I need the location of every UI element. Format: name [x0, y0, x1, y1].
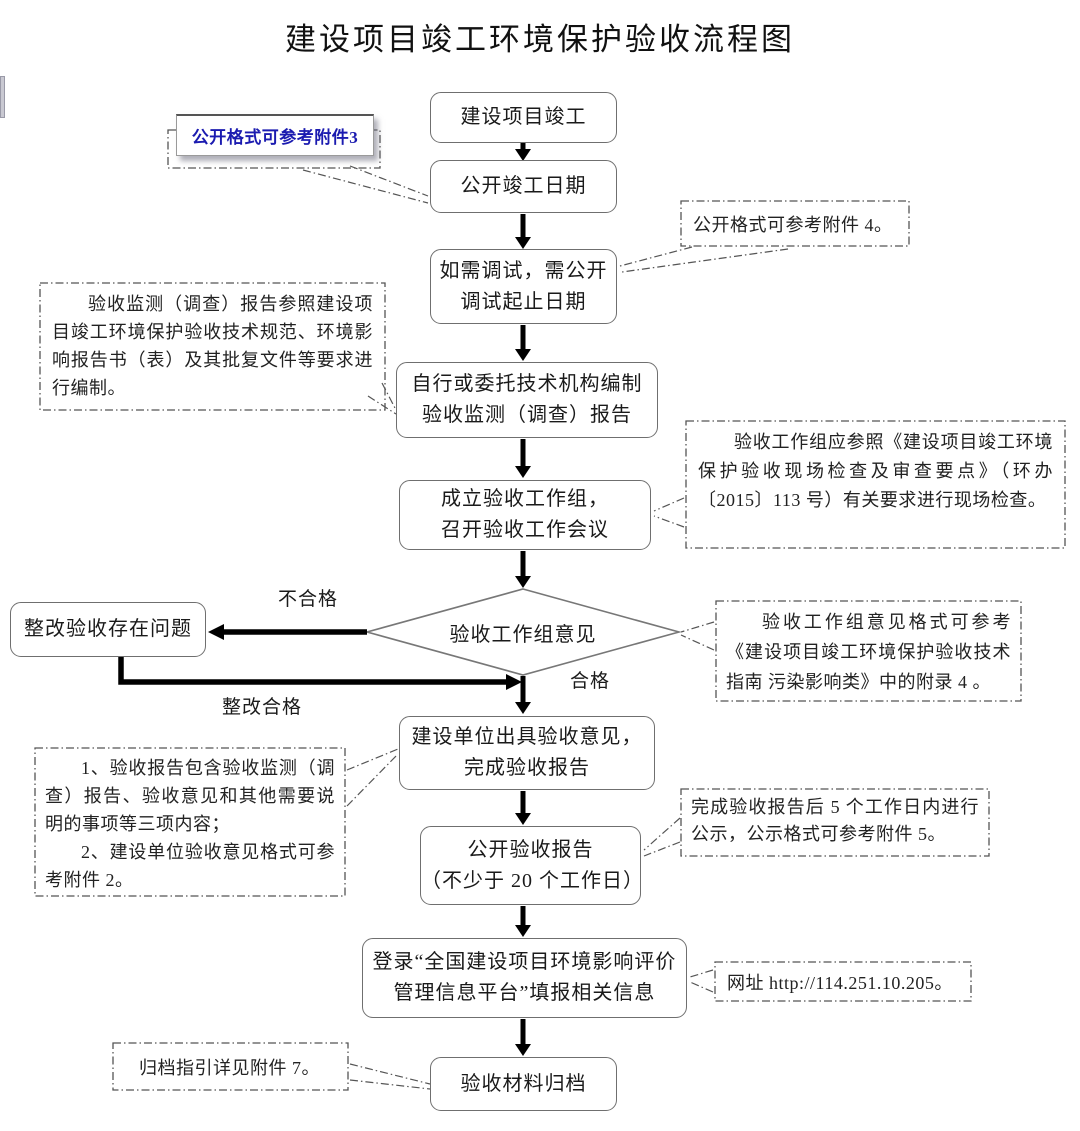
- annotation-leader-lines: [302, 165, 789, 1090]
- node-start: 建设项目竣工: [430, 92, 617, 143]
- edge-label-rectified: 整改合格: [221, 697, 302, 718]
- annotation-borders: [34, 129, 1066, 1091]
- annotation-website: 网址 http://114.251.10.205。: [727, 973, 953, 993]
- edge-label-fail: 不合格: [277, 589, 338, 610]
- node-platform: 登录“全国建设项目环境影响评价 管理信息平台”填报相关信息: [362, 938, 687, 1018]
- annotation-monitor-ref: 验收监测（调查）报告参照建设项目竣工环境保护验收技术规范、环境影响报告书（表）及…: [52, 294, 373, 398]
- flow-arrows: [515, 141, 531, 1056]
- node-rectify: 整改验收存在问题: [10, 602, 206, 657]
- node-publish-date: 公开竣工日期: [430, 160, 617, 213]
- edge-label-pass: 合格: [569, 671, 610, 692]
- annotation-publicity: 完成验收报告后 5 个工作日内进行公示，公示格式可参考附件 5。: [691, 797, 979, 844]
- annotation-archive-guide: 归档指引详见附件 7。: [139, 1058, 320, 1078]
- page-title: 建设项目竣工环境保护验收流程图: [285, 22, 795, 57]
- node-debug-dates: 如需调试，需公开 调试起止日期: [430, 249, 617, 324]
- annotation-format4: 公开格式可参考附件 4。: [693, 215, 893, 235]
- annotation-report-notes: 1、验收报告包含验收监测（调查）报告、验收意见和其他需要说明的事项等三项内容； …: [45, 758, 335, 890]
- annotation-opinion-format: 验收工作组意见格式可参考《建设项目竣工环境保护验收技术指南 污染影响类》中的附录…: [726, 612, 1011, 692]
- decision-diamond: [363, 588, 683, 676]
- node-compile-report: 自行或委托技术机构编制 验收监测（调查）报告: [396, 362, 658, 438]
- rectified-feedback-arrow: [118, 656, 522, 690]
- annotation-format3: 公开格式可参考附件3: [176, 114, 374, 156]
- node-workgroup: 成立验收工作组， 召开验收工作会议: [399, 480, 651, 550]
- annotation-site-check: 验收工作组应参照《建设项目竣工环境保护验收现场检查及审查要点》（环办〔2015〕…: [698, 432, 1053, 510]
- node-publish-report: 公开验收报告 （不少于 20 个工作日）: [420, 826, 643, 905]
- scan-artifact: [0, 76, 5, 118]
- node-archive: 验收材料归档: [430, 1057, 617, 1111]
- node-issue-opinion: 建设单位出具验收意见， 完成验收报告: [399, 716, 655, 790]
- decision-label: 验收工作组意见: [449, 624, 597, 646]
- fail-arrow: [208, 624, 367, 640]
